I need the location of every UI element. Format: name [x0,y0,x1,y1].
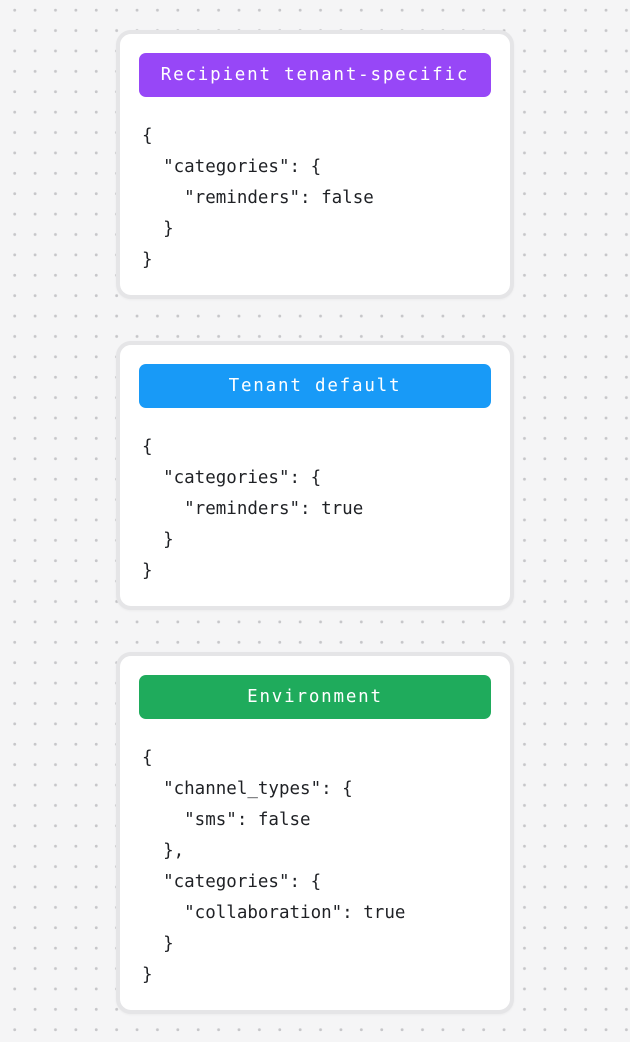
recipient-tenant-specific-json: { "categories": { "reminders": false } } [142,126,374,270]
diagram-canvas: Recipient tenant-specific { "categories"… [116,30,514,1014]
environment-badge: Environment [139,675,491,719]
card-recipient-tenant-specific: Recipient tenant-specific { "categories"… [116,30,514,299]
environment-json: { "channel_types": { "sms": false }, "ca… [142,748,406,985]
tenant-default-badge: Tenant default [139,364,491,408]
card-tenant-default: Tenant default { "categories": { "remind… [116,341,514,610]
tenant-default-json: { "categories": { "reminders": true } } [142,437,364,581]
recipient-tenant-specific-badge: Recipient tenant-specific [139,53,491,97]
card-environment: Environment { "channel_types": { "sms": … [116,652,514,1014]
